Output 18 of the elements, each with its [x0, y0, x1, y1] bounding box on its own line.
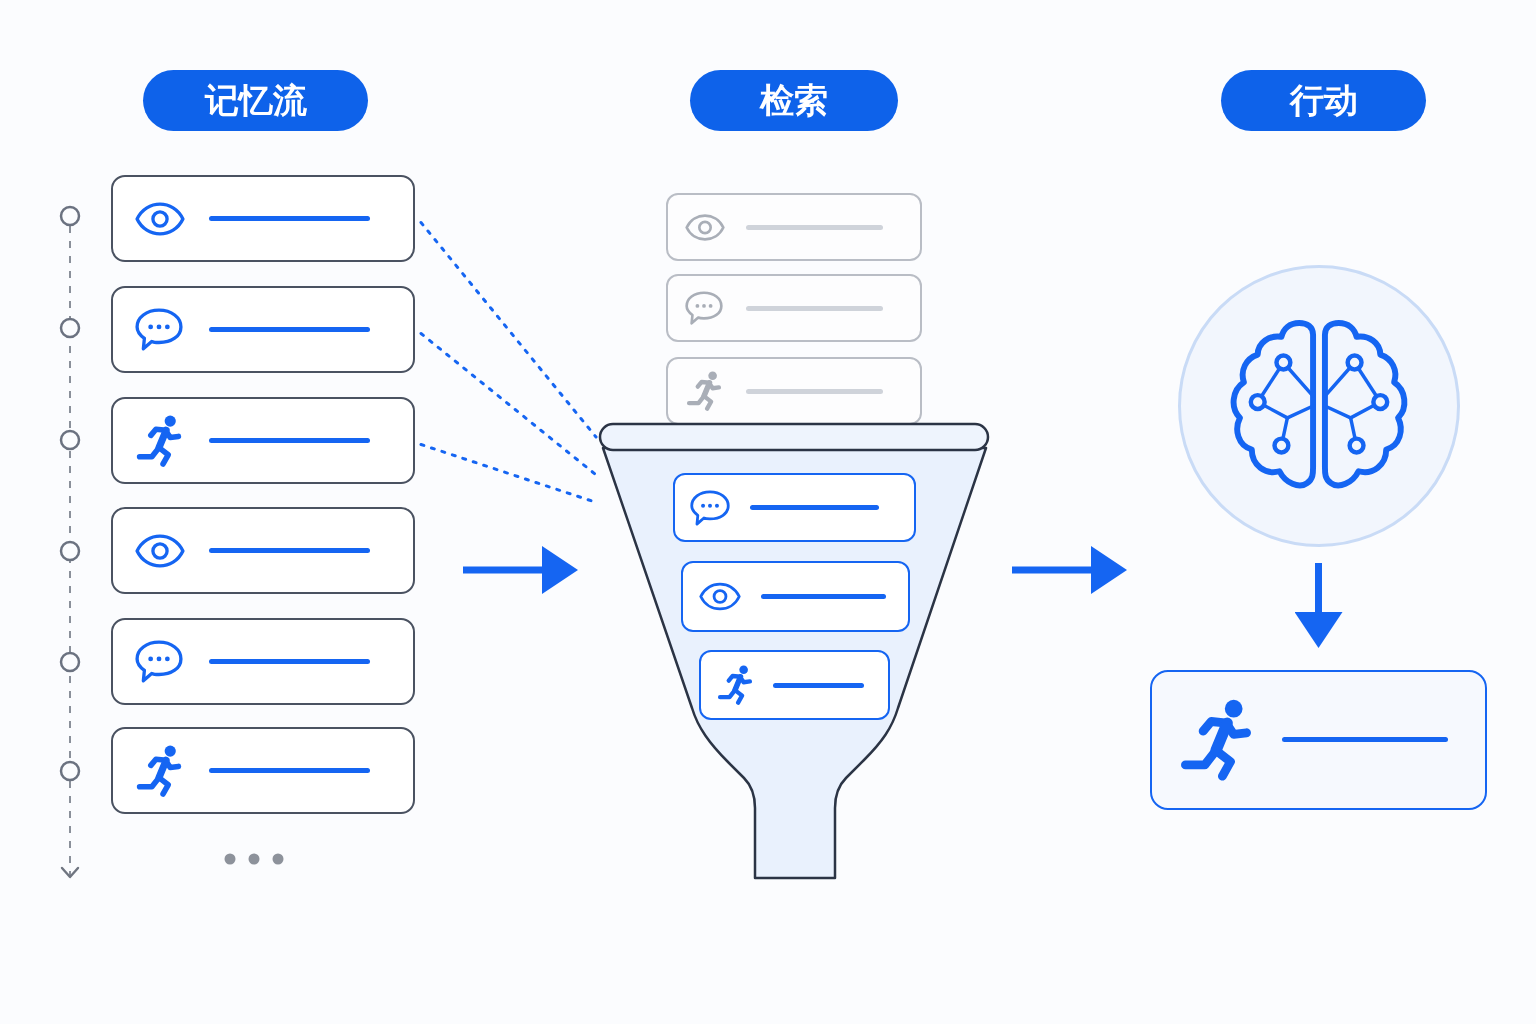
stage-heading: 检索 — [690, 70, 898, 131]
memory-card — [111, 618, 415, 705]
memory-card — [699, 650, 890, 720]
memory-card — [111, 507, 415, 594]
stage-heading: 记忆流 — [143, 70, 368, 131]
faded-memory-card — [666, 274, 922, 342]
memory-card — [111, 286, 415, 373]
dotted-connector — [419, 221, 598, 439]
stage-heading: 行动 — [1221, 70, 1426, 131]
memory-card — [111, 397, 415, 484]
faded-memory-card — [666, 357, 922, 425]
memory-card — [111, 727, 415, 814]
action-card — [1150, 670, 1487, 810]
faded-memory-card — [666, 193, 922, 261]
memory-card — [111, 175, 415, 262]
memory-card — [673, 473, 916, 542]
dotted-connector — [419, 332, 597, 476]
memory-card — [681, 561, 910, 632]
